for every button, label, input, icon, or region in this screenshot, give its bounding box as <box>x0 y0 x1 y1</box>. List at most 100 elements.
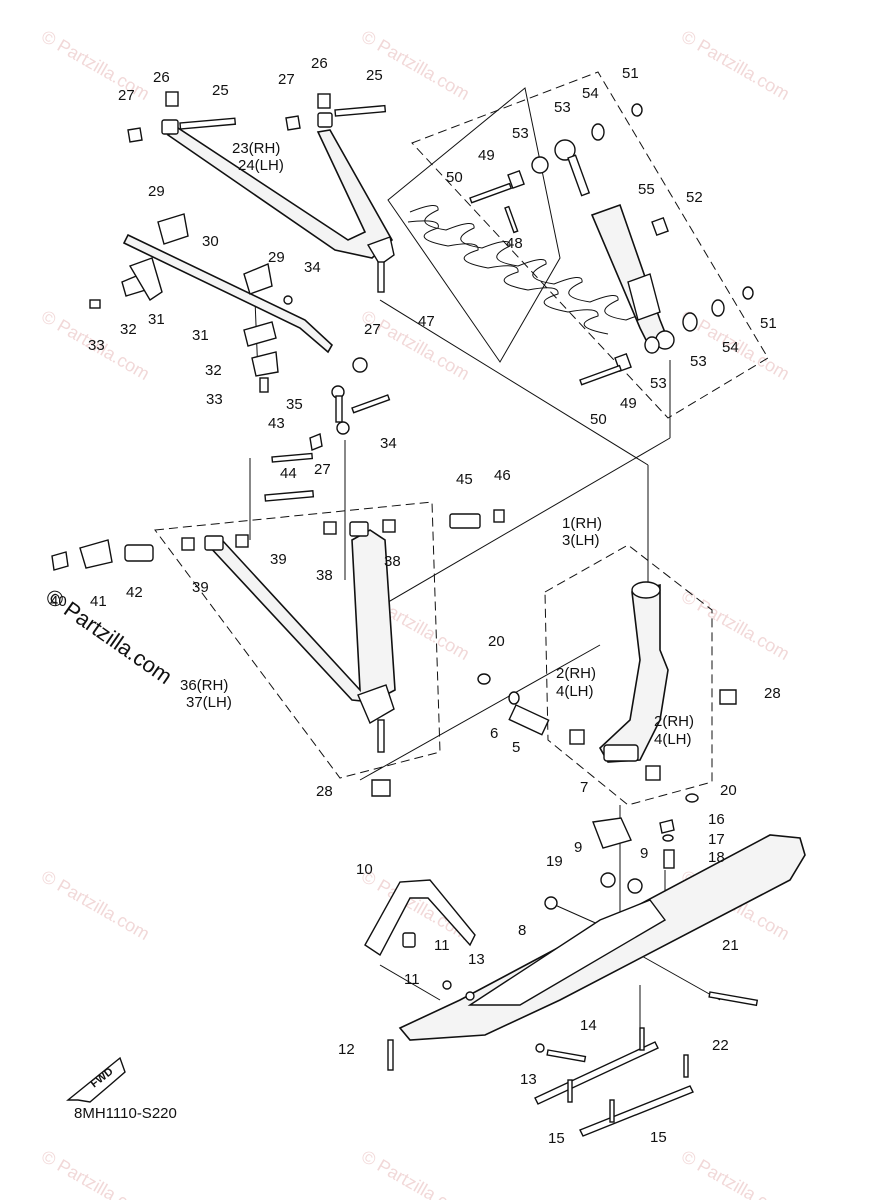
callout-39: 39 <box>192 579 209 596</box>
callout-34: 34 <box>380 435 397 452</box>
callout-47: 47 <box>418 313 435 330</box>
callout-49: 49 <box>620 395 637 412</box>
spring-box <box>387 87 561 363</box>
callout-48: 48 <box>506 235 523 252</box>
diagram-code: 8MH1110-S220 <box>74 1105 177 1122</box>
callout-21: 21 <box>722 937 739 954</box>
coil-spring <box>407 205 655 335</box>
callout-labels: 1(RH) 3(LH) 2(RH) 4(LH) 2(RH) 4(LH) 5 6 … <box>50 55 781 1147</box>
callout-29: 29 <box>148 183 165 200</box>
callout-20: 20 <box>720 782 737 799</box>
shock-absorber <box>469 103 754 386</box>
callout-16: 16 <box>708 811 725 828</box>
callout-42: 42 <box>126 584 143 601</box>
callout-45: 45 <box>456 471 473 488</box>
watermark: © Partzilla.com <box>38 866 153 944</box>
callout-38: 38 <box>316 567 333 584</box>
connection-lines <box>249 299 721 1050</box>
callout-27: 27 <box>278 71 295 88</box>
lower-arm-box <box>154 501 441 779</box>
watermark: © Partzilla.com <box>678 26 793 104</box>
callout-6: 6 <box>490 725 498 742</box>
callout-38: 38 <box>384 553 401 570</box>
callout-55: 55 <box>638 181 655 198</box>
callout-33: 33 <box>206 391 223 408</box>
callout-28: 28 <box>316 783 333 800</box>
callout-8: 8 <box>518 922 526 939</box>
callout-24: 24(LH) <box>238 157 284 174</box>
upper-a-arm <box>161 112 395 293</box>
watermark: © Partzilla.com <box>678 1146 793 1200</box>
callout-36: 36(RH) <box>180 677 228 694</box>
callout-31: 31 <box>192 327 209 344</box>
callout-7: 7 <box>580 779 588 796</box>
bolts-25 <box>127 91 387 143</box>
callout-29: 29 <box>268 249 285 266</box>
callout-3: 3(LH) <box>562 532 600 549</box>
callout-15: 15 <box>548 1130 565 1147</box>
assembly-boxes <box>154 71 769 806</box>
callout-12: 12 <box>338 1041 355 1058</box>
spindle <box>371 581 737 803</box>
callout-15: 15 <box>650 1129 667 1146</box>
callout-31: 31 <box>148 311 165 328</box>
stabilizer-link <box>309 385 391 451</box>
callout-19: 19 <box>546 853 563 870</box>
callout-40: 40 <box>50 593 67 610</box>
callout-27: 27 <box>118 87 135 104</box>
stabilizer-bar <box>89 213 368 393</box>
callout-54: 54 <box>582 85 599 102</box>
callout-26: 26 <box>311 55 328 72</box>
watermark: © Partzilla.com <box>38 26 153 104</box>
callout-53: 53 <box>554 99 571 116</box>
fwd-arrow: FWD <box>66 1056 126 1103</box>
callout-54: 54 <box>722 339 739 356</box>
callout-46: 46 <box>494 467 511 484</box>
callout-53: 53 <box>650 375 667 392</box>
callout-4: 4(LH) <box>556 683 594 700</box>
callout-11: 11 <box>404 971 420 988</box>
callout-32: 32 <box>120 321 137 338</box>
callout-20: 20 <box>488 633 505 650</box>
callout-43: 43 <box>268 415 285 432</box>
watermark: © Partzilla.com <box>358 306 473 384</box>
callout-52: 52 <box>686 189 703 206</box>
callout-32: 32 <box>205 362 222 379</box>
callout-10: 10 <box>356 861 373 878</box>
callout-39: 39 <box>270 551 287 568</box>
callout-9: 9 <box>640 845 648 862</box>
callout-9: 9 <box>574 839 582 856</box>
lower-a-arm <box>51 452 505 753</box>
callout-51: 51 <box>760 315 777 332</box>
callout-13: 13 <box>520 1071 537 1088</box>
callout-4: 4(LH) <box>654 731 692 748</box>
callout-25: 25 <box>212 82 229 99</box>
spindle-box <box>544 544 713 806</box>
callout-37: 37(LH) <box>186 694 232 711</box>
watermark: © Partzilla.com <box>678 586 793 664</box>
watermark: © Partzilla.com <box>358 1146 473 1200</box>
watermark: © Partzilla.com <box>38 1146 153 1200</box>
callout-26: 26 <box>153 69 170 86</box>
callout-50: 50 <box>446 169 463 186</box>
callout-2: 2(RH) <box>556 665 596 682</box>
callout-14: 14 <box>580 1017 597 1034</box>
watermark: © Partzilla.com <box>358 26 473 104</box>
callout-11: 11 <box>434 937 450 954</box>
callout-35: 35 <box>286 396 303 413</box>
callout-22: 22 <box>712 1037 729 1054</box>
callout-33: 33 <box>88 337 105 354</box>
callout-25: 25 <box>366 67 383 84</box>
shock-assembly-box <box>411 71 769 419</box>
callout-30: 30 <box>202 233 219 250</box>
callout-13: 13 <box>468 951 485 968</box>
callout-5: 5 <box>512 739 520 756</box>
callout-53: 53 <box>690 353 707 370</box>
callout-27: 27 <box>314 461 331 478</box>
callout-51: 51 <box>622 65 639 82</box>
callout-23: 23(RH) <box>232 140 280 157</box>
callout-2: 2(RH) <box>654 713 694 730</box>
callout-49: 49 <box>478 147 495 164</box>
callout-34: 34 <box>304 259 321 276</box>
